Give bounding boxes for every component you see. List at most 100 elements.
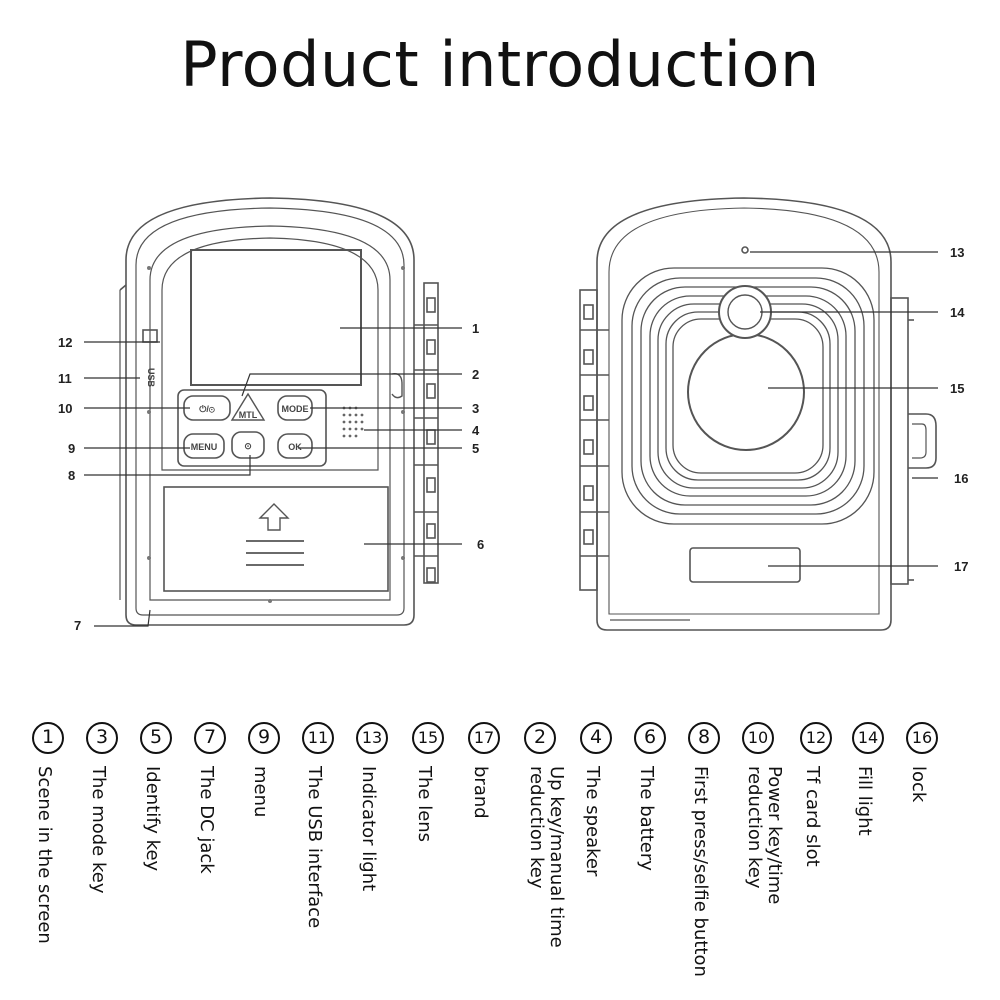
callout-6: 6 — [477, 537, 484, 552]
callout-4: 4 — [472, 423, 480, 438]
down-button — [231, 431, 265, 459]
callout-8: 8 — [68, 468, 75, 483]
callout-13: 13 — [950, 245, 964, 260]
front-outer-shell — [596, 197, 892, 631]
camera-front-view — [579, 197, 937, 631]
legend-number-circle: 11 — [302, 722, 334, 754]
legend-label: Up key/manual time reduction key — [526, 766, 567, 948]
lock — [908, 413, 937, 469]
legend-number-circle: 3 — [86, 722, 118, 754]
legend-item: 3 The mode key — [84, 722, 128, 992]
legend-item: 10 Power key/time reduction key — [740, 722, 785, 992]
legend-number-circle: 17 — [468, 722, 500, 754]
legend-label: The USB interface — [304, 766, 325, 929]
legend-number-circle: 6 — [634, 722, 666, 754]
legend-number-circle: 7 — [194, 722, 226, 754]
legend-label: First press/selfie button — [690, 766, 711, 977]
callout-9: 9 — [68, 441, 75, 456]
callout-14: 14 — [950, 305, 965, 320]
legend-label: Power key/time reduction key — [744, 766, 785, 905]
speaker-grille — [342, 406, 364, 438]
legend-number-circle: 1 — [32, 722, 64, 754]
back-inner-shell — [135, 207, 405, 616]
legend-label: lock — [908, 766, 929, 803]
legend-label: The DC jack — [196, 766, 217, 874]
callout-2: 2 — [472, 367, 479, 382]
callout-1: 1 — [472, 321, 479, 336]
legend-label: The battery — [636, 766, 657, 871]
callout-15: 15 — [950, 381, 964, 396]
leader-lines — [84, 251, 938, 627]
legend-item: 16 lock — [904, 722, 948, 992]
callout-3: 3 — [472, 401, 479, 416]
legend-item: 9 menu — [246, 722, 290, 992]
legend-number-circle: 10 — [742, 722, 774, 754]
legend-item: 13 Indicator light — [354, 722, 398, 992]
legend-item: 17 brand — [466, 722, 510, 992]
menu-button-label: MENU — [191, 442, 218, 452]
up-button-label: MTL — [239, 410, 258, 420]
callout-7: 7 — [74, 618, 81, 633]
usb-side-label: USB — [146, 368, 156, 388]
mode-button-label: MODE — [282, 404, 309, 414]
legend-item: 5 Identify key — [138, 722, 182, 992]
ok-button-label: OK — [288, 442, 302, 452]
lcd-screen — [190, 249, 362, 386]
legend-item: 11 The USB interface — [300, 722, 344, 992]
legend-label: Tf card slot — [802, 766, 823, 867]
legend-item: 15 The lens — [410, 722, 454, 992]
front-inner-shell — [608, 207, 880, 615]
legend-item: 1 Scene in the screen — [30, 722, 74, 992]
legend-number-circle: 13 — [356, 722, 388, 754]
legend-number-circle: 8 — [688, 722, 720, 754]
legend-number-circle: 15 — [412, 722, 444, 754]
back-latches — [414, 282, 439, 584]
back-panel — [149, 225, 391, 601]
legend-item: 2 Up key/manual time reduction key — [522, 722, 567, 992]
legend-label: Fill light — [854, 766, 875, 836]
legend-item: 8 First press/selfie button — [686, 722, 730, 992]
legend-number-circle: 12 — [800, 722, 832, 754]
indicator-light — [741, 246, 749, 254]
battery-arrow — [258, 503, 290, 531]
back-outer-shell — [125, 197, 415, 626]
lens — [687, 333, 805, 451]
legend-label: Identify key — [142, 766, 163, 872]
callout-12: 12 — [58, 335, 72, 350]
legend-number-circle: 4 — [580, 722, 612, 754]
legend-label: Indicator light — [358, 766, 379, 892]
legend-number-circle: 14 — [852, 722, 884, 754]
legend-label: brand — [470, 766, 491, 819]
legend-item: 14 Fill light — [850, 722, 894, 992]
legend-item: 12 Tf card slot — [798, 722, 842, 992]
legend-item: 6 The battery — [632, 722, 676, 992]
front-latches — [579, 289, 609, 591]
button-pad — [177, 389, 327, 467]
legend-label: The mode key — [88, 766, 109, 894]
brand-plate — [689, 547, 801, 583]
camera-back-view — [119, 197, 439, 626]
page-title: Product introduction — [180, 28, 820, 101]
legend-item: 4 The speaker — [578, 722, 622, 992]
down-button-label: ⊙ — [244, 441, 252, 451]
callout-5: 5 — [472, 441, 479, 456]
dc-jack-hook — [391, 373, 403, 399]
callout-16: 16 — [954, 471, 968, 486]
product-diagram: ⏻/⊙ MTL MODE MENU ⊙ OK USB 1 2 3 4 5 6 7… — [58, 197, 968, 633]
ok-button — [277, 433, 313, 459]
back-screws — [147, 266, 405, 603]
callout-17: 17 — [954, 559, 968, 574]
legend-number-circle: 16 — [906, 722, 938, 754]
callout-11: 11 — [58, 371, 72, 386]
legend-number-circle: 5 — [140, 722, 172, 754]
legend-label: menu — [250, 766, 271, 818]
legend-label: The lens — [414, 766, 435, 843]
up-mtl-button — [230, 392, 266, 421]
legend-item: 7 The DC jack — [192, 722, 236, 992]
menu-button — [183, 433, 225, 459]
battery-cover — [163, 486, 389, 592]
power-button-label: ⏻/⊙ — [199, 404, 215, 414]
legend-number-circle: 2 — [524, 722, 556, 754]
callout-10: 10 — [58, 401, 72, 416]
screen-bezel — [161, 237, 379, 471]
